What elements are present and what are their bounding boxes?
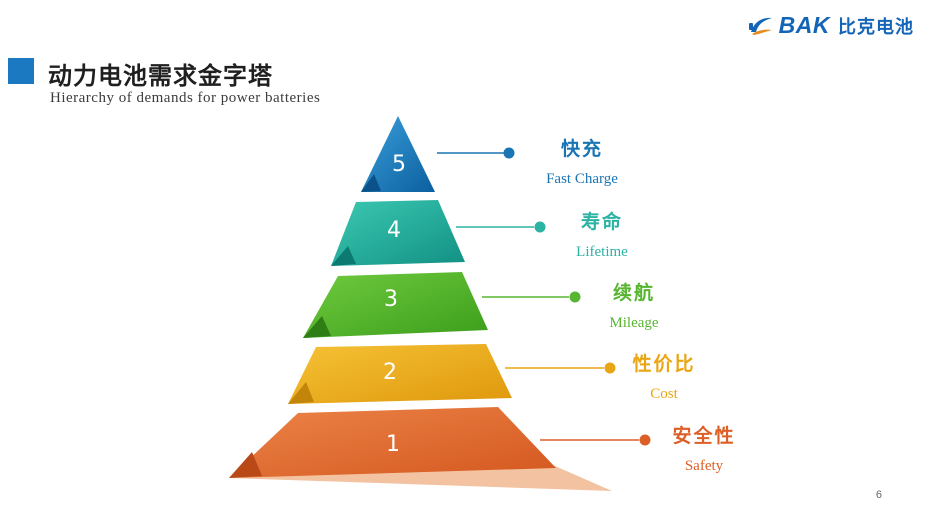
pyramid-level-2-fold	[288, 382, 314, 404]
pyramid-level-2	[288, 344, 512, 404]
leader-dot-level-5	[503, 147, 515, 159]
pyramid-level-4	[331, 200, 465, 266]
pyramid-level-4-fold	[331, 246, 356, 266]
leader-dot-level-4	[534, 221, 546, 233]
page-title: 动力电池需求金字塔	[48, 63, 273, 90]
pyramid-level-5-fold	[361, 174, 381, 192]
bak-logo-text: BAK	[778, 12, 830, 38]
pyramid-level-3-fold	[303, 316, 331, 338]
leader-dot-level-1	[639, 434, 651, 446]
label-level-4-cn: 寿命	[580, 212, 623, 233]
label-level-5-en: Fast Charge	[546, 170, 618, 187]
label-level-1-en: Safety	[684, 457, 724, 474]
leader-dot-level-2	[604, 362, 616, 374]
label-level-2-cn: 性价比	[632, 354, 696, 375]
label-level-2-en: Cost	[650, 385, 678, 402]
bak-logo-cn-text: 比克电池	[838, 16, 914, 37]
title-accent-square	[8, 58, 34, 84]
pyramid-level-3	[303, 272, 488, 338]
pyramid-level-1-fold	[229, 452, 262, 478]
level-3-number: 3	[384, 287, 398, 312]
label-level-3-en: Mileage	[609, 314, 659, 331]
label-level-5-cn: 快充	[560, 139, 603, 160]
leader-dot-level-3	[569, 291, 581, 303]
level-1-number: 1	[386, 432, 400, 457]
pyramid-shadow	[230, 466, 612, 491]
label-level-1: 安全性 Safety	[614, 426, 794, 475]
bak-logo-icon	[748, 17, 772, 35]
page-subtitle: Hierarchy of demands for power batteries	[50, 90, 321, 106]
label-level-3-cn: 续航	[612, 283, 655, 304]
label-level-2: 性价比 Cost	[574, 354, 754, 403]
pyramid-level-1	[229, 407, 556, 478]
pyramid-level-5	[361, 116, 435, 192]
label-level-1-cn: 安全性	[672, 426, 736, 447]
label-level-4: 寿命 Lifetime	[512, 212, 692, 261]
bak-logo: BAK 比克电池	[748, 12, 914, 39]
level-2-number: 2	[383, 360, 397, 385]
level-4-number: 4	[387, 218, 401, 243]
label-level-3: 续航 Mileage	[544, 283, 724, 332]
label-level-5: 快充 Fast Charge	[492, 139, 672, 188]
label-level-4-en: Lifetime	[576, 243, 628, 260]
level-5-number: 5	[392, 152, 406, 177]
page-number: 6	[875, 489, 882, 501]
